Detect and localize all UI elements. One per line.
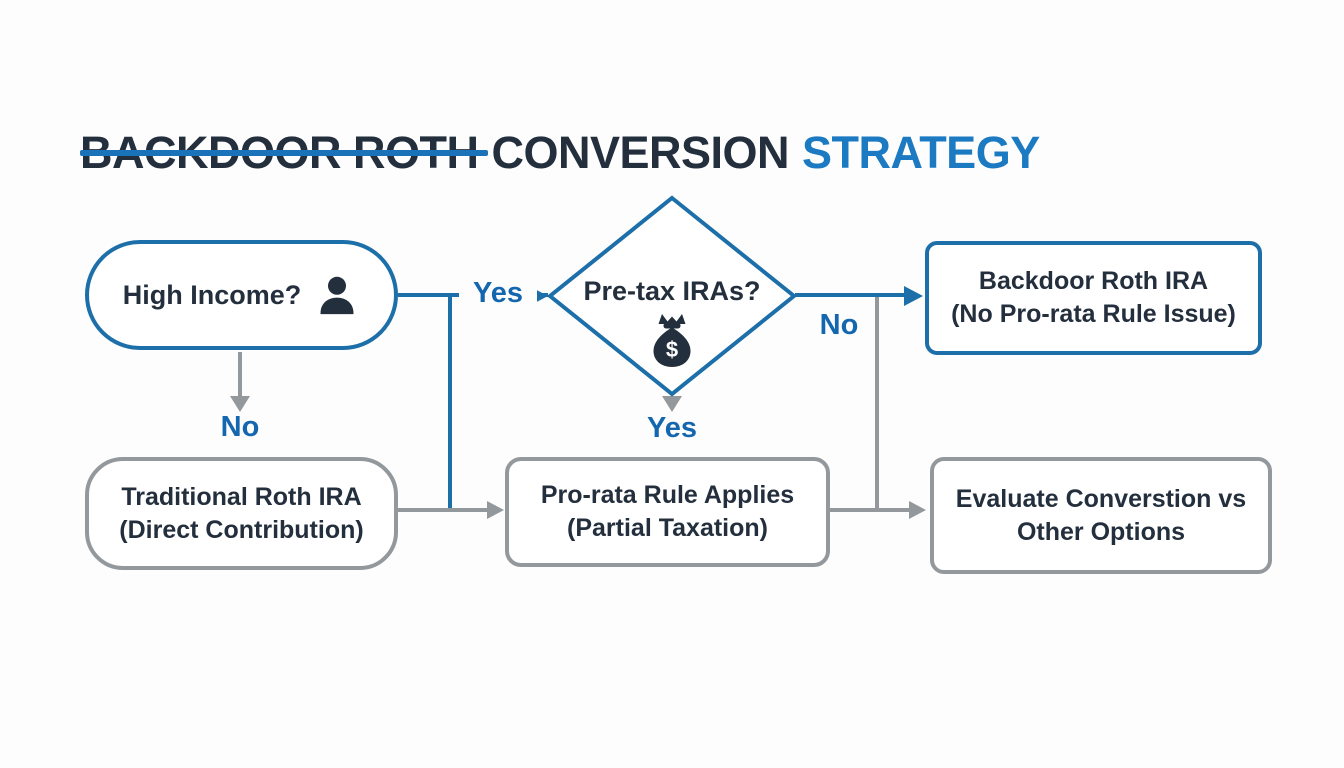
dollar-glyph: $ <box>666 337 678 362</box>
node-pretax-diamond <box>542 190 802 402</box>
backdoor-roth-title: Backdoor Roth IRA <box>978 267 1209 295</box>
backdoor-roth-subtitle: (No Pro-rata Rule Issue) <box>951 300 1236 328</box>
node-evaluate-conversion: Evaluate Converstion vs Other Options <box>930 457 1272 574</box>
title-part-rest: CONVERSION <box>491 127 790 179</box>
evaluate-title: Evaluate Converstion vs <box>955 484 1247 513</box>
edge-yes-branch-vertical-line <box>448 293 452 512</box>
label-high-income-no: No <box>220 411 260 443</box>
high-income-question: High Income? <box>122 279 302 310</box>
edge-high-income-no-line <box>238 352 242 398</box>
title-underline <box>80 150 488 156</box>
label-pretax-no: No <box>819 309 859 341</box>
money-bag-icon: $ <box>648 314 696 368</box>
edge-pretax-no-arrowhead-icon <box>904 286 923 306</box>
label-pretax-yes: Yes <box>647 412 697 444</box>
node-traditional-roth: Traditional Roth IRA (Direct Contributio… <box>85 457 398 570</box>
pretax-question: Pre-tax IRAs? <box>583 276 761 306</box>
node-high-income: High Income? <box>85 240 398 350</box>
traditional-roth-title: Traditional Roth IRA <box>121 482 362 511</box>
edge-high-income-no-arrowhead-icon <box>230 396 250 412</box>
label-high-income-yes: Yes <box>459 277 537 310</box>
traditional-roth-subtitle: (Direct Contribution) <box>119 515 364 544</box>
person-icon <box>314 272 360 318</box>
edge-no-branch-vertical-line <box>875 297 879 512</box>
edge-prorata-evaluate-arrowhead-icon <box>909 501 926 519</box>
node-prorata-rule: Pro-rata Rule Applies (Partial Taxation) <box>505 457 830 567</box>
diamond-shape <box>546 195 798 397</box>
edge-traditional-prorata-line <box>398 508 490 512</box>
title-part-accent: STRATEGY <box>802 127 1040 179</box>
edge-prorata-evaluate-line <box>830 508 912 512</box>
prorata-rule-subtitle: (Partial Taxation) <box>567 514 768 542</box>
edge-traditional-prorata-arrowhead-icon <box>487 501 504 519</box>
prorata-rule-title: Pro-rata Rule Applies <box>540 481 795 509</box>
edge-pretax-yes-arrowhead-icon <box>662 396 682 412</box>
evaluate-subtitle: Other Options <box>1016 517 1186 546</box>
edge-pretax-no-line <box>795 293 910 297</box>
node-backdoor-roth: Backdoor Roth IRA (No Pro-rata Rule Issu… <box>925 241 1262 355</box>
